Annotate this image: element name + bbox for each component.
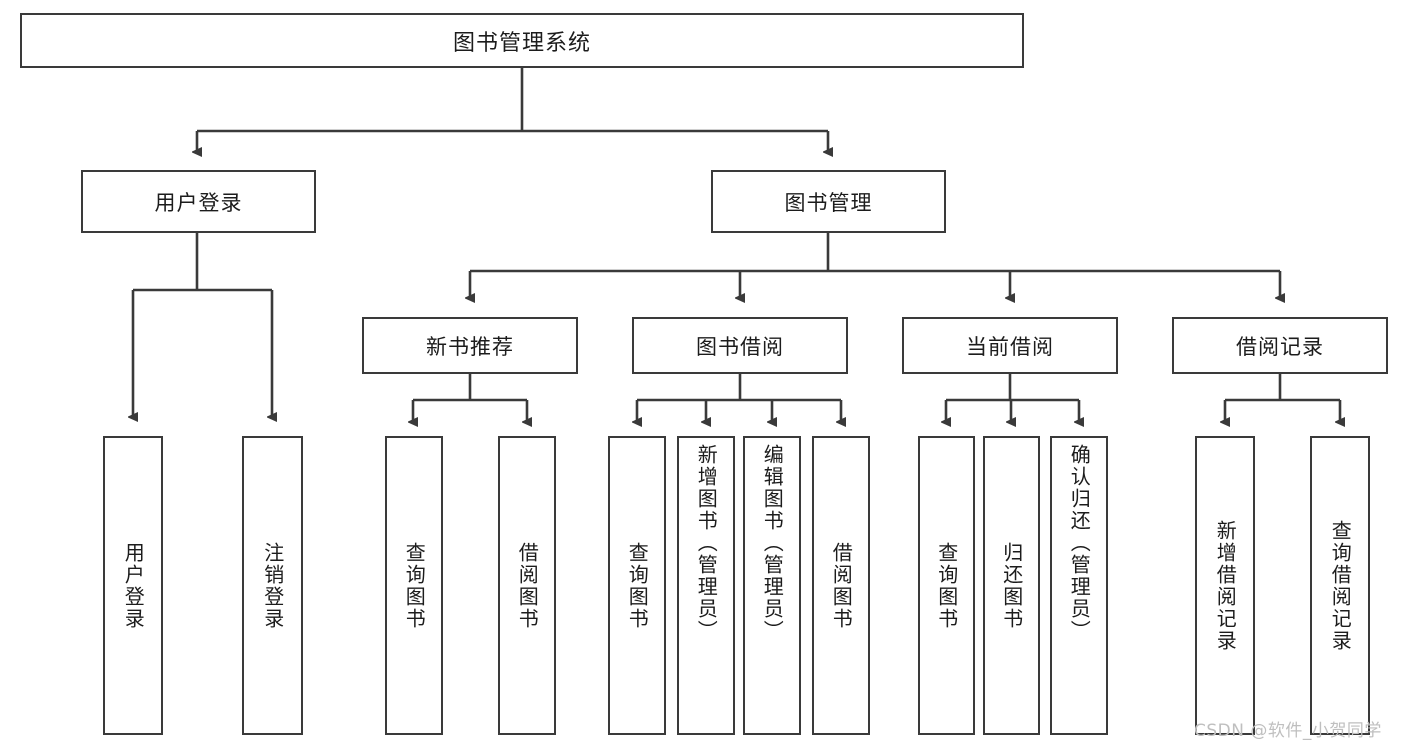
leaf-edit-book-admin-label: 编辑图书（管理员）: [760, 444, 785, 642]
leaf-return-book-label: 归还图书: [999, 541, 1024, 630]
leaf-edit-book-admin[interactable]: 编辑图书（管理员）: [743, 436, 801, 735]
node-root-label: 图书管理系统: [452, 30, 591, 56]
leaf-query-book-current-label: 查询图书: [934, 541, 959, 630]
leaf-query-book-recommend[interactable]: 查询图书: [385, 436, 443, 735]
node-book-borrow-label: 图书借阅: [696, 334, 784, 359]
node-borrow-record-label: 借阅记录: [1236, 334, 1324, 359]
leaf-query-borrow-record[interactable]: 查询借阅记录: [1310, 436, 1370, 735]
leaf-logout-login[interactable]: 注销登录: [242, 436, 303, 735]
node-user-login-label: 用户登录: [154, 190, 243, 215]
node-book-management-label: 图书管理: [784, 190, 873, 215]
leaf-logout-login-label: 注销登录: [260, 541, 285, 630]
leaf-query-book-current[interactable]: 查询图书: [918, 436, 975, 735]
leaf-return-book[interactable]: 归还图书: [983, 436, 1040, 735]
node-book-borrow[interactable]: 图书借阅: [632, 317, 848, 374]
leaf-query-borrow-record-label: 查询借阅记录: [1328, 519, 1353, 652]
leaf-confirm-return-admin[interactable]: 确认归还（管理员）: [1050, 436, 1108, 735]
node-new-book-recommend-label: 新书推荐: [426, 334, 514, 359]
leaf-user-login[interactable]: 用户登录: [103, 436, 163, 735]
node-current-borrow[interactable]: 当前借阅: [902, 317, 1118, 374]
leaf-add-borrow-record[interactable]: 新增借阅记录: [1195, 436, 1255, 735]
leaf-query-book-borrow[interactable]: 查询图书: [608, 436, 666, 735]
leaf-user-login-label: 用户登录: [121, 541, 146, 630]
node-new-book-recommend[interactable]: 新书推荐: [362, 317, 578, 374]
csdn-watermark: CSDN @软件_小贺同学: [1194, 721, 1382, 741]
leaf-add-borrow-record-label: 新增借阅记录: [1213, 519, 1238, 652]
leaf-query-book-recommend-label: 查询图书: [402, 541, 427, 630]
node-root-book-management-system[interactable]: 图书管理系统: [20, 13, 1024, 68]
node-borrow-record[interactable]: 借阅记录: [1172, 317, 1388, 374]
node-book-management[interactable]: 图书管理: [711, 170, 946, 233]
leaf-borrow-book-borrow-label: 借阅图书: [829, 541, 854, 630]
node-current-borrow-label: 当前借阅: [966, 334, 1054, 359]
leaf-add-book-admin-label: 新增图书（管理员）: [694, 444, 719, 642]
leaf-borrow-book-recommend[interactable]: 借阅图书: [498, 436, 556, 735]
leaf-query-book-borrow-label: 查询图书: [625, 541, 650, 630]
leaf-add-book-admin[interactable]: 新增图书（管理员）: [677, 436, 735, 735]
node-user-login[interactable]: 用户登录: [81, 170, 316, 233]
leaf-confirm-return-admin-label: 确认归还（管理员）: [1067, 444, 1092, 642]
leaf-borrow-book-borrow[interactable]: 借阅图书: [812, 436, 870, 735]
leaf-borrow-book-recommend-label: 借阅图书: [515, 541, 540, 630]
